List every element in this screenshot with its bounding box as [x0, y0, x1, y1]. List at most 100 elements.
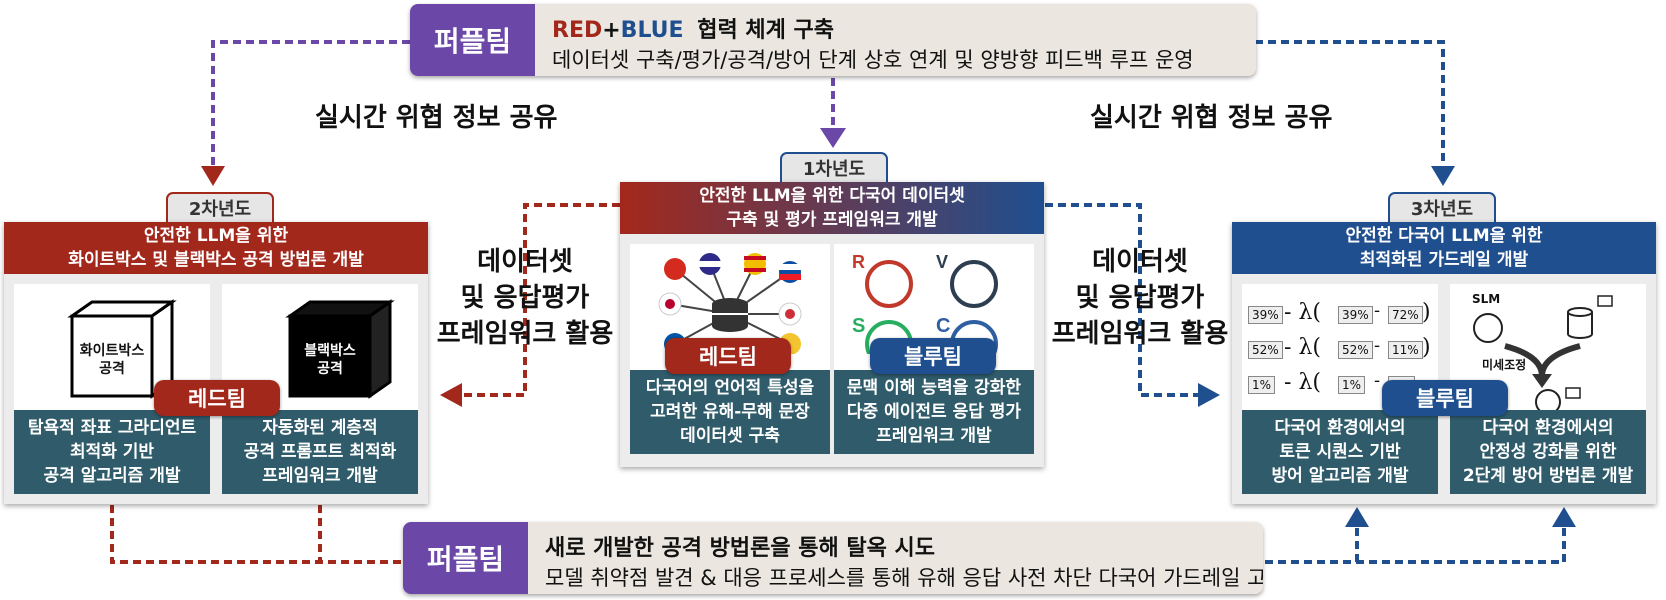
- plus-sign: +: [602, 18, 621, 43]
- dataset-usage-left-line1: 데이터셋: [477, 247, 573, 277]
- database-icon: [712, 298, 748, 332]
- year3-blue-team-pill: 블루팀: [1382, 380, 1508, 416]
- top-box-title-rest: 협력 체계 구축: [697, 18, 835, 43]
- arrowhead-down-purple: [820, 128, 846, 148]
- red-bottom-line: [110, 505, 410, 564]
- year3-card1-text: 다국어 환경에서의 토큰 시퀀스 기반 방어 알고리즘 개발: [1242, 410, 1438, 494]
- year3-card1-line2: 토큰 시퀀스 기반: [1279, 442, 1401, 462]
- arrowhead-up-blue-2: [1552, 507, 1576, 527]
- year2-card2-text: 자동화된 계층적 공격 프롬프트 최적화 프레임워크 개발: [222, 410, 418, 494]
- dataset-usage-right-line2: 및 응답평가: [1075, 283, 1205, 313]
- year2-header: 안전한 LLM을 위한 화이트박스 및 블랙박스 공격 방법론 개발: [4, 222, 428, 274]
- year2-card1-line1: 탐욕적 좌표 그라디언트: [27, 418, 197, 438]
- year2-header-line2: 화이트박스 및 블랙박스 공격 방법론 개발: [68, 250, 364, 270]
- formula-row1-a: 39%: [1248, 306, 1283, 324]
- arrowhead-down-blue: [1431, 166, 1455, 186]
- flag-icon: [664, 258, 686, 280]
- arrowhead-up-blue-1: [1345, 507, 1369, 527]
- year1-red-team-pill: 레드팀: [665, 338, 791, 374]
- formula-row2-b: 52%: [1338, 341, 1373, 359]
- formula-row3-lambda: - λ(: [1284, 370, 1321, 395]
- white-box-label-line1: 화이트박스: [79, 343, 145, 359]
- black-box-label-line2: 공격: [317, 361, 343, 377]
- year3-tab: 3차년도: [1388, 192, 1496, 222]
- red-dataset-line: [460, 203, 620, 397]
- year3-card2-text: 다국어 환경에서의 안정성 강화를 위한 2단계 방어 방법론 개발: [1450, 410, 1646, 494]
- year2-card1-line3: 공격 알고리즘 개발: [43, 466, 181, 486]
- threat-share-left: 실시간 위협 정보 공유: [315, 103, 558, 133]
- dataset-usage-right: 데이터셋 및 응답평가 프레임워크 활용: [1040, 244, 1240, 352]
- formula-row2-minus: -: [1374, 335, 1381, 356]
- slm-label: SLM: [1472, 292, 1501, 306]
- agent-letter-s: S: [852, 315, 865, 337]
- lambda-symbol-3: λ: [1298, 370, 1313, 395]
- formula-row2-lambda: - λ(: [1284, 335, 1321, 360]
- formula-row2-c: 11%: [1388, 341, 1423, 359]
- year2-card1-line2: 최적화 기반: [69, 442, 155, 462]
- lambda-symbol-1: λ: [1298, 300, 1313, 325]
- year3-card1-line3: 방어 알고리즘 개발: [1271, 466, 1409, 486]
- top-box-subtitle: 데이터셋 구축/평가/공격/방어 단계 상호 연계 및 양방향 피드백 루프 운…: [552, 48, 1194, 72]
- agent-letter-c: C: [936, 315, 950, 337]
- year1-card2-line1: 문맥 이해 능력을 강화한: [846, 378, 1022, 398]
- year2-card2-line2: 공격 프롬프트 최적화: [243, 442, 397, 462]
- purple-team-tag: 퍼플팀: [410, 4, 535, 76]
- top-box-title: RED+BLUE 협력 체계 구축: [552, 12, 834, 44]
- arrow-merge-icon: [1504, 343, 1581, 377]
- purple-line-left: [211, 40, 410, 168]
- year2-card1-text: 탐욕적 좌표 그라디언트 최적화 기반 공격 알고리즘 개발: [14, 410, 210, 494]
- year3-header-line1: 안전한 다국어 LLM을 위한: [1345, 226, 1543, 246]
- dataset-usage-right-line3: 프레임워크 활용: [1051, 319, 1229, 349]
- formula-row1-close: ): [1422, 300, 1431, 325]
- year3-header: 안전한 다국어 LLM을 위한 최적화된 가드레일 개발: [1232, 222, 1656, 274]
- purple-team-tag-bottom: 퍼플팀: [403, 522, 528, 594]
- year3-card2-line1: 다국어 환경에서의: [1482, 418, 1614, 438]
- year2-red-team-pill: 레드팀: [154, 380, 280, 416]
- arrowhead-left-red: [440, 383, 462, 407]
- white-box-label-line2: 공격: [99, 361, 125, 377]
- year1-card1-text: 다국어의 언어적 특성을 고려한 유해-무해 문장 데이터셋 구축: [630, 370, 830, 454]
- year3-panel: 안전한 다국어 LLM을 위한 최적화된 가드레일 개발 39% - λ( 39…: [1232, 222, 1656, 504]
- year1-card2-text: 문맥 이해 능력을 강화한 다중 에이전트 응답 평가 프레임워크 개발: [834, 370, 1034, 454]
- dataset-usage-left: 데이터셋 및 응답평가 프레임워크 활용: [425, 244, 625, 352]
- formula-row3-b: 1%: [1338, 376, 1366, 394]
- top-purple-box: 퍼플팀 RED+BLUE 협력 체계 구축 데이터셋 구축/평가/공격/방어 단…: [410, 4, 1256, 76]
- year2-panel: 안전한 LLM을 위한 화이트박스 및 블랙박스 공격 방법론 개발 화이트박스…: [4, 222, 428, 504]
- agent-letter-v: V: [936, 252, 948, 272]
- lambda-symbol-2: λ: [1298, 335, 1313, 360]
- black-box-icon: [285, 299, 395, 399]
- year2-tab: 2차년도: [166, 192, 274, 222]
- arrowhead-down-red: [201, 166, 225, 186]
- year1-header-line2: 구축 및 평가 프레임워크 개발: [726, 210, 938, 230]
- formula-row3-minus: -: [1374, 370, 1381, 391]
- year1-card1-line2: 고려한 유해-무해 문장: [650, 402, 810, 422]
- arrowhead-right-blue: [1198, 383, 1220, 407]
- blue-word: BLUE: [620, 18, 684, 43]
- bottom-box-title: 새로 개발한 공격 방법론을 통해 탈옥 시도: [545, 536, 936, 561]
- year3-card2-line2: 안정성 강화를 위한: [1479, 442, 1617, 462]
- year1-blue-team-pill: 블루팀: [870, 338, 996, 374]
- formula-row2-a: 52%: [1248, 341, 1283, 359]
- black-box-label-line1: 블랙박스: [304, 343, 356, 359]
- year1-panel: 안전한 LLM을 위한 다국어 데이터셋 구축 및 평가 프레임워크 개발: [620, 182, 1044, 467]
- formula-row2-close: ): [1422, 335, 1431, 360]
- dataset-usage-left-line2: 및 응답평가: [460, 283, 590, 313]
- year1-card2-line3: 프레임워크 개발: [876, 426, 992, 446]
- dataset-usage-left-line3: 프레임워크 활용: [436, 319, 614, 349]
- formula-row1-lambda: - λ(: [1284, 300, 1321, 325]
- threat-share-right: 실시간 위협 정보 공유: [1090, 103, 1333, 133]
- finetune-label: 미세조정: [1482, 358, 1527, 372]
- formula-row1-c: 72%: [1388, 306, 1423, 324]
- year1-header: 안전한 LLM을 위한 다국어 데이터셋 구축 및 평가 프레임워크 개발: [620, 182, 1044, 234]
- bottom-purple-box: 퍼플팀 새로 개발한 공격 방법론을 통해 탈옥 시도 모델 취약점 발견 & …: [403, 522, 1263, 594]
- red-word: RED: [552, 18, 603, 43]
- agent-letter-r: R: [852, 252, 865, 272]
- year2-header-line1: 안전한 LLM을 위한: [143, 226, 289, 246]
- year3-card1-line1: 다국어 환경에서의: [1274, 418, 1406, 438]
- year1-card2-line2: 다중 에이전트 응답 평가: [846, 402, 1022, 422]
- blue-dataset-line: [1045, 203, 1200, 397]
- year3-card2-line3: 2단계 방어 방법론 개발: [1462, 466, 1634, 486]
- year1-card1-line3: 데이터셋 구축: [680, 426, 780, 446]
- year3-header-line2: 최적화된 가드레일 개발: [1359, 250, 1529, 270]
